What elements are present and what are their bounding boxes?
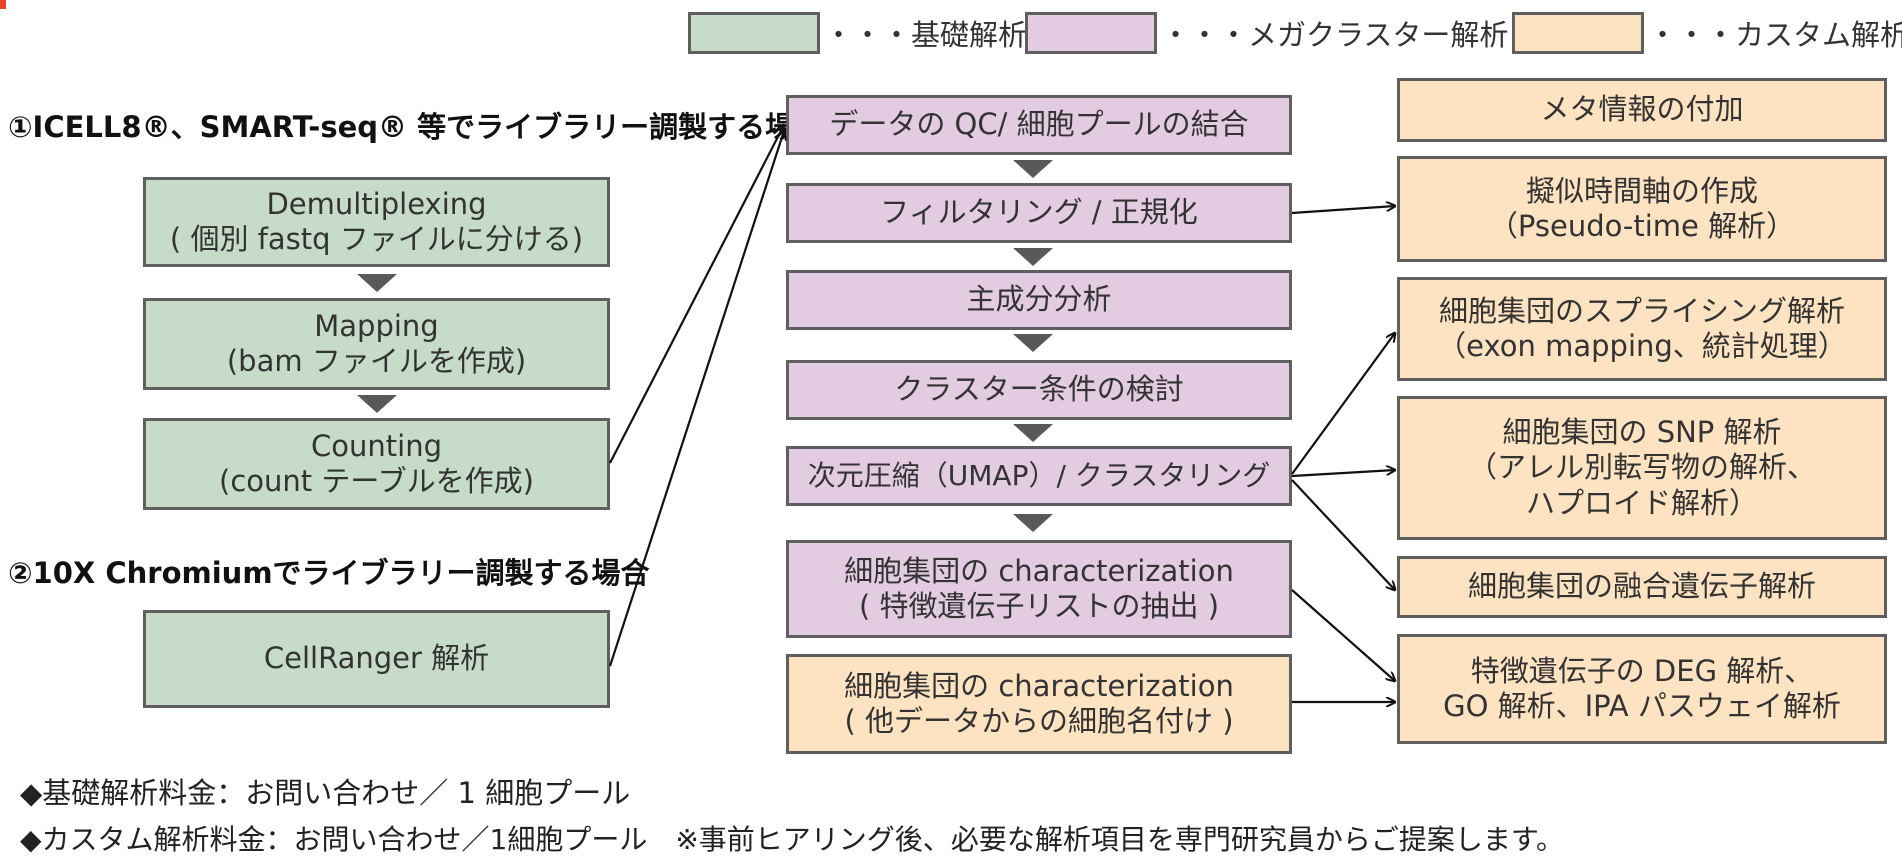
- flow-arrow-down-icon: [1013, 160, 1053, 178]
- demultiplexing-box: Demultiplexing ( 個別 fastq ファイルに分ける): [143, 177, 610, 267]
- snp-title: 細胞集団の SNP 解析: [1502, 414, 1782, 449]
- umap-label: 次元圧縮（UMAP）/ クラスタリング: [807, 458, 1271, 492]
- pseudotime-title: 擬似時間軸の作成: [1525, 173, 1758, 208]
- legend-label-basic: ・・・基礎解析: [824, 18, 1028, 52]
- fusion-box: 細胞集団の融合遺伝子解析: [1397, 556, 1887, 618]
- flow-arrow-down-icon: [1013, 334, 1053, 352]
- filtering-label: フィルタリング / 正規化: [880, 195, 1198, 230]
- arrow-umap-to-fusion: [1291, 479, 1395, 590]
- counting-title: Counting: [311, 428, 442, 463]
- cluster-conditions-box: クラスター条件の検討: [786, 360, 1292, 420]
- meta-box: メタ情報の付加: [1397, 78, 1887, 142]
- characterization-box: 細胞集団の characterization ( 特徴遺伝子リストの抽出 ): [786, 540, 1292, 638]
- legend-label-mega-cluster: ・・・メガクラスター解析: [1161, 18, 1509, 52]
- arrow-counting-to-qc: [609, 125, 784, 464]
- filtering-box: フィルタリング / 正規化: [786, 183, 1292, 243]
- pseudotime-box: 擬似時間軸の作成 （Pseudo-time 解析）: [1397, 156, 1887, 262]
- custom-fee-note: ◆カスタム解析料金：お問い合わせ／1細胞プール ※事前ヒアリング後、必要な解析項…: [20, 823, 1565, 856]
- flow-arrow-down-icon: [1013, 514, 1053, 532]
- meta-label: メタ情報の付加: [1540, 92, 1744, 127]
- corner-accent-mark: [0, 0, 6, 9]
- demultiplexing-title: Demultiplexing: [266, 186, 487, 221]
- arrow-characterization-to-deg: [1291, 589, 1395, 681]
- snp-box: 細胞集団の SNP 解析 （アレル別転写物の解析、 ハプロイド解析）: [1397, 396, 1887, 540]
- cellranger-box: CellRanger 解析: [143, 610, 610, 708]
- legend-label-custom: ・・・カスタム解析: [1648, 18, 1902, 52]
- characterization-subtitle: ( 特徴遺伝子リストの抽出 ): [858, 589, 1220, 623]
- deg-subtitle: GO 解析、IPA パスウェイ解析: [1443, 689, 1841, 723]
- flow-arrow-down-icon: [357, 274, 397, 292]
- deg-title: 特徴遺伝子の DEG 解析、: [1470, 653, 1814, 688]
- qc-label: データの QC/ 細胞プールの結合: [829, 107, 1249, 142]
- pca-label: 主成分分析: [966, 282, 1112, 317]
- snp-subtitle-2: ハプロイド解析）: [1525, 485, 1758, 520]
- deg-box: 特徴遺伝子の DEG 解析、 GO 解析、IPA パスウェイ解析: [1397, 634, 1887, 744]
- counting-subtitle: (count テーブルを作成): [219, 464, 534, 498]
- demultiplexing-subtitle: ( 個別 fastq ファイルに分ける): [169, 222, 584, 256]
- splicing-title: 細胞集団のスプライシング解析: [1438, 293, 1845, 328]
- flow-arrow-down-icon: [1013, 424, 1053, 442]
- arrow-umap-to-snp: [1291, 470, 1395, 478]
- basic-fee-note: ◆基礎解析料金：お問い合わせ／ 1 細胞プール: [20, 776, 631, 810]
- characterization-title: 細胞集団の characterization: [844, 553, 1234, 588]
- splicing-box: 細胞集団のスプライシング解析 （exon mapping、統計処理）: [1397, 277, 1887, 381]
- case2-heading: ②10X Chromiumでライブラリー調製する場合: [8, 556, 650, 590]
- snp-subtitle: （アレル別転写物の解析、: [1467, 450, 1816, 485]
- legend-swatch-custom: [1512, 12, 1644, 54]
- pca-box: 主成分分析: [786, 270, 1292, 330]
- splicing-subtitle: （exon mapping、統計処理）: [1437, 329, 1847, 363]
- flow-arrow-down-icon: [1013, 248, 1053, 266]
- flow-arrow-down-icon: [357, 395, 397, 413]
- characterization-other-title: 細胞集団の characterization: [844, 668, 1234, 703]
- cluster-conditions-label: クラスター条件の検討: [894, 372, 1184, 407]
- counting-box: Counting (count テーブルを作成): [143, 418, 610, 510]
- characterization-other-subtitle: ( 他データからの細胞名付け ): [844, 704, 1234, 738]
- mapping-subtitle: (bam ファイルを作成): [226, 344, 527, 378]
- mapping-title: Mapping: [314, 308, 439, 343]
- mapping-box: Mapping (bam ファイルを作成): [143, 298, 610, 390]
- legend-swatch-mega-cluster: [1025, 12, 1157, 54]
- umap-box: 次元圧縮（UMAP）/ クラスタリング: [786, 446, 1292, 506]
- arrow-umap-to-splicing: [1291, 333, 1395, 475]
- cellranger-title: CellRanger 解析: [263, 641, 490, 676]
- arrow-filtering-to-pseudotime: [1291, 206, 1395, 215]
- characterization-other-box: 細胞集団の characterization ( 他データからの細胞名付け ): [786, 654, 1292, 754]
- legend-swatch-basic: [688, 12, 820, 54]
- fusion-label: 細胞集団の融合遺伝子解析: [1467, 569, 1816, 604]
- qc-box: データの QC/ 細胞プールの結合: [786, 95, 1292, 155]
- pseudotime-subtitle: （Pseudo-time 解析）: [1488, 209, 1796, 243]
- case1-heading: ①ICELL8®、SMART-seq® 等でライブラリー調製する場合: [8, 110, 824, 144]
